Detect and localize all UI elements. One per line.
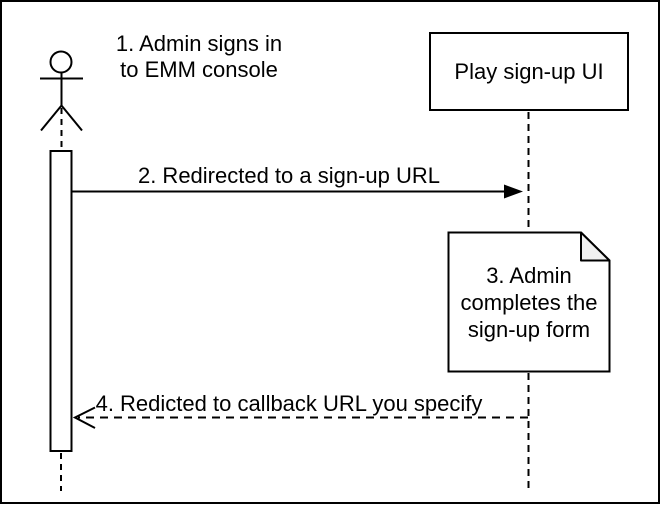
note-label: 3. Admin completes the sign-up form: [460, 262, 598, 342]
actor-leg-right: [60, 104, 83, 132]
message-4-arrow: [72, 406, 528, 429]
actor-head: [49, 50, 73, 74]
message-4-label: 4. Redicted to callback URL you specify: [95, 391, 483, 416]
message-2-label: 2. Redirected to a sign-up URL: [137, 163, 441, 188]
message-4-arrowhead-icon: [72, 406, 96, 429]
note-fold-icon: [580, 231, 611, 262]
actor-leg-left: [40, 104, 63, 132]
message-1-label: 1. Admin signs in to EMM console: [115, 31, 283, 82]
activation-bar: [49, 150, 73, 452]
actor-icon: [40, 50, 83, 132]
note-shape: [447, 231, 611, 373]
message-2-arrow: [71, 184, 523, 199]
note-body: [447, 231, 611, 373]
participant-label: Play sign-up UI: [454, 58, 604, 84]
message-2-arrowhead-icon: [504, 184, 523, 199]
participant-box-play-signup-ui: Play sign-up UI: [429, 32, 629, 111]
